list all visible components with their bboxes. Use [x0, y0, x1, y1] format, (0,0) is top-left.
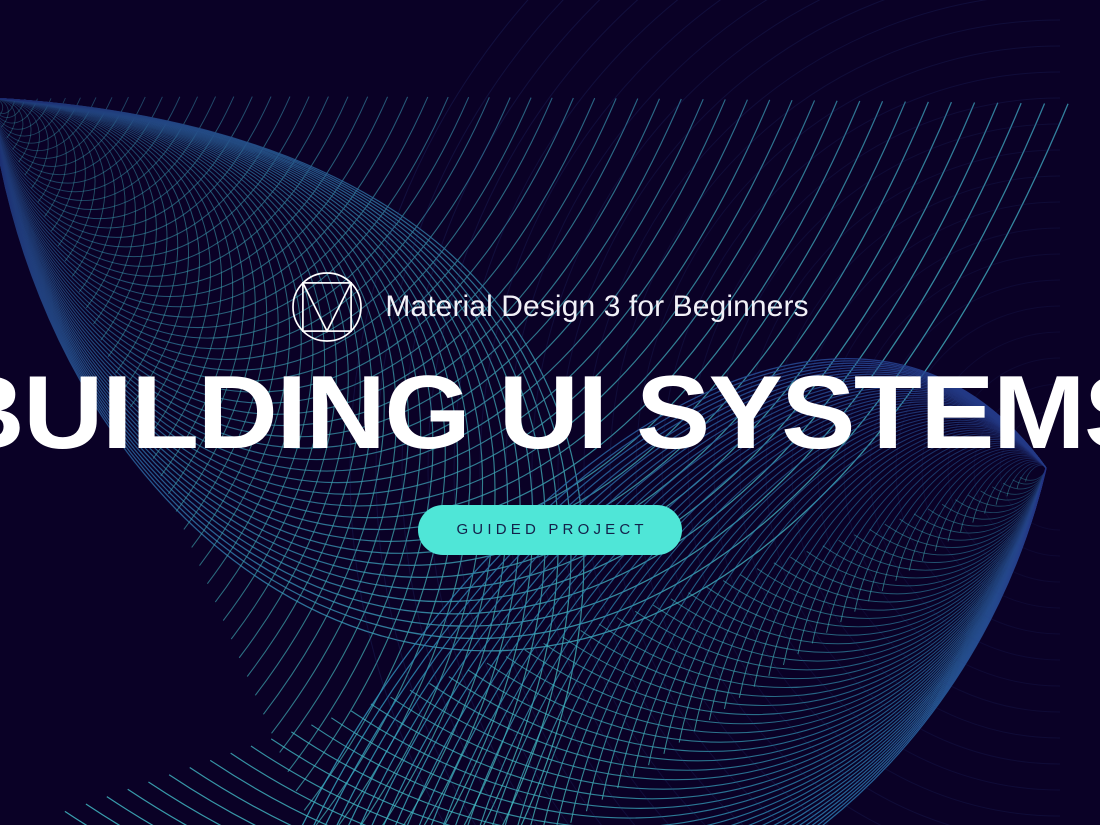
material-design-monogram-icon [292, 271, 363, 342]
page-title: BUILDING UI SYSTEMS [0, 354, 1100, 471]
eyebrow-label: Material Design 3 for Beginners [385, 289, 809, 323]
eyebrow-row: Material Design 3 for Beginners [291, 271, 809, 343]
status-badge: GUIDED PROJECT [418, 504, 682, 555]
